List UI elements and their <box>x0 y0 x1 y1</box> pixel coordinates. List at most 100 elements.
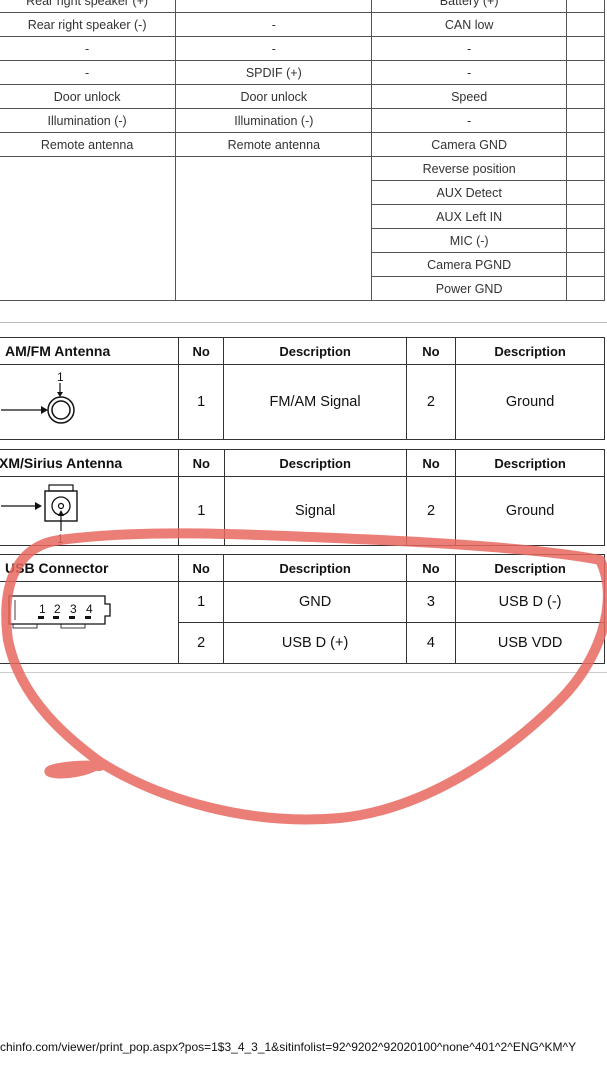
table-cell: Camera PGND <box>371 252 567 277</box>
table-row: Illumination (-) Illumination (-) - <box>0 108 606 133</box>
table-cell: Reverse position <box>371 156 567 181</box>
pin-number: 1 <box>178 476 225 546</box>
table-cell <box>565 84 606 109</box>
table-cell: Door unlock <box>0 84 177 109</box>
table-cell: - <box>371 108 567 133</box>
table-cell: AUX Left IN <box>371 204 567 229</box>
table-cell <box>565 12 606 37</box>
pin-number: 2 <box>405 476 457 546</box>
table-row: Rear right speaker (+) Battery (+) <box>0 0 606 13</box>
pin-number: 3 <box>405 581 457 623</box>
table-cell: SPDIF (+) <box>175 60 373 85</box>
table-cell: Battery (+) <box>371 0 567 13</box>
table-row: Rear right speaker (-) - CAN low <box>0 12 606 37</box>
connector-name: AM/FM Antenna <box>0 337 179 365</box>
column-header: Description <box>223 337 407 365</box>
table-cell <box>565 252 606 277</box>
pin-description: USB VDD <box>455 622 605 664</box>
pin-number: 2 <box>405 364 457 440</box>
table-cell: - <box>371 36 567 61</box>
table-row: Door unlock Door unlock Speed <box>0 84 606 109</box>
column-header: Description <box>223 449 407 477</box>
connector-name: XM/Sirius Antenna <box>0 449 180 477</box>
table-cell: Rear right speaker (-) <box>0 12 177 37</box>
table-cell: Illumination (-) <box>0 108 177 133</box>
table-row: AUX Detect <box>0 180 606 205</box>
usb-connector-drawing: 1 2 3 4 <box>0 581 179 664</box>
table-cell: - <box>0 60 177 85</box>
table-cell: - <box>175 12 373 37</box>
antenna-connector-drawing: 1 <box>0 364 179 440</box>
coax-connector-icon: 1 <box>1 370 75 424</box>
pin-description: GND <box>223 581 407 623</box>
table-cell: Remote antenna <box>175 132 373 157</box>
table-cell: - <box>0 36 177 61</box>
divider <box>0 672 607 673</box>
table-row: - - - <box>0 36 606 61</box>
table-cell: Rear right speaker (+) <box>0 0 177 13</box>
table-cell <box>565 132 606 157</box>
print-url: chinfo.com/viewer/print_pop.aspx?pos=1$3… <box>0 1040 577 1054</box>
table-cell: MIC (-) <box>371 228 567 253</box>
divider <box>0 322 607 323</box>
pin-number: 1 <box>177 364 225 440</box>
pin-number: 4 <box>405 622 457 664</box>
pin-label: 1 <box>57 370 64 384</box>
table-cell <box>565 276 606 301</box>
table-cell: Door unlock <box>175 84 373 109</box>
column-header: No <box>405 554 457 582</box>
column-header: Description <box>455 554 605 582</box>
table-cell <box>175 0 373 13</box>
pin-label: 1 <box>39 602 46 616</box>
table-cell <box>565 156 606 181</box>
table-cell: AUX Detect <box>371 180 567 205</box>
table-row: - SPDIF (+) - <box>0 60 606 85</box>
pin-description: Ground <box>455 364 605 440</box>
antenna-connector-drawing: 1 <box>0 476 180 546</box>
table-cell: - <box>175 36 373 61</box>
table-row: 1 1 FM/AM Signal 2 Ground <box>0 364 605 440</box>
column-header: No <box>177 337 225 365</box>
pin-description: Signal <box>223 476 407 546</box>
table-cell: - <box>371 60 567 85</box>
table-row: Power GND <box>0 276 606 301</box>
table-cell: Power GND <box>371 276 567 301</box>
pin-assignment-table: Rear right speaker (+) Battery (+) Rear … <box>0 0 606 301</box>
pin-description: Ground <box>455 476 605 546</box>
amfm-antenna-table: AM/FM Antenna No Description No Descript… <box>0 337 605 440</box>
column-header: No <box>177 554 225 582</box>
table-cell <box>0 156 177 301</box>
pin-description: USB D (-) <box>455 581 605 623</box>
table-cell <box>565 204 606 229</box>
column-header: No <box>405 337 457 365</box>
table-row: Reverse position <box>0 156 606 301</box>
usb-connector-table: USB Connector No Description No Descript… <box>0 554 605 664</box>
pin-label: 2 <box>54 602 61 616</box>
table-row: MIC (-) <box>0 228 606 253</box>
table-cell <box>565 180 606 205</box>
table-cell: Remote antenna <box>0 132 177 157</box>
sma-connector-icon: 1 <box>1 484 78 545</box>
connector-name: USB Connector <box>0 554 179 582</box>
table-cell <box>175 156 373 301</box>
pin-description: FM/AM Signal <box>223 364 407 440</box>
table-cell: CAN low <box>371 12 567 37</box>
column-header: No <box>405 449 457 477</box>
pin-description: USB D (+) <box>223 622 407 664</box>
column-header: Description <box>455 337 605 365</box>
table-row: 1 2 3 4 1 GND 3 USB D (-) <box>0 581 605 664</box>
table-cell <box>565 60 606 85</box>
table-cell <box>565 36 606 61</box>
table-cell <box>565 0 606 13</box>
pin-label: 4 <box>86 602 93 616</box>
pin-number: 1 <box>177 581 225 623</box>
table-row: 1 1 Signal 2 Ground <box>0 476 605 546</box>
table-cell <box>565 108 606 133</box>
usb-plug-icon: 1 2 3 4 <box>8 595 111 629</box>
table-row: Remote antenna Remote antenna Camera GND <box>0 132 606 157</box>
column-header: No <box>178 449 225 477</box>
table-cell: Illumination (-) <box>175 108 373 133</box>
table-cell <box>565 228 606 253</box>
column-header: Description <box>455 449 605 477</box>
